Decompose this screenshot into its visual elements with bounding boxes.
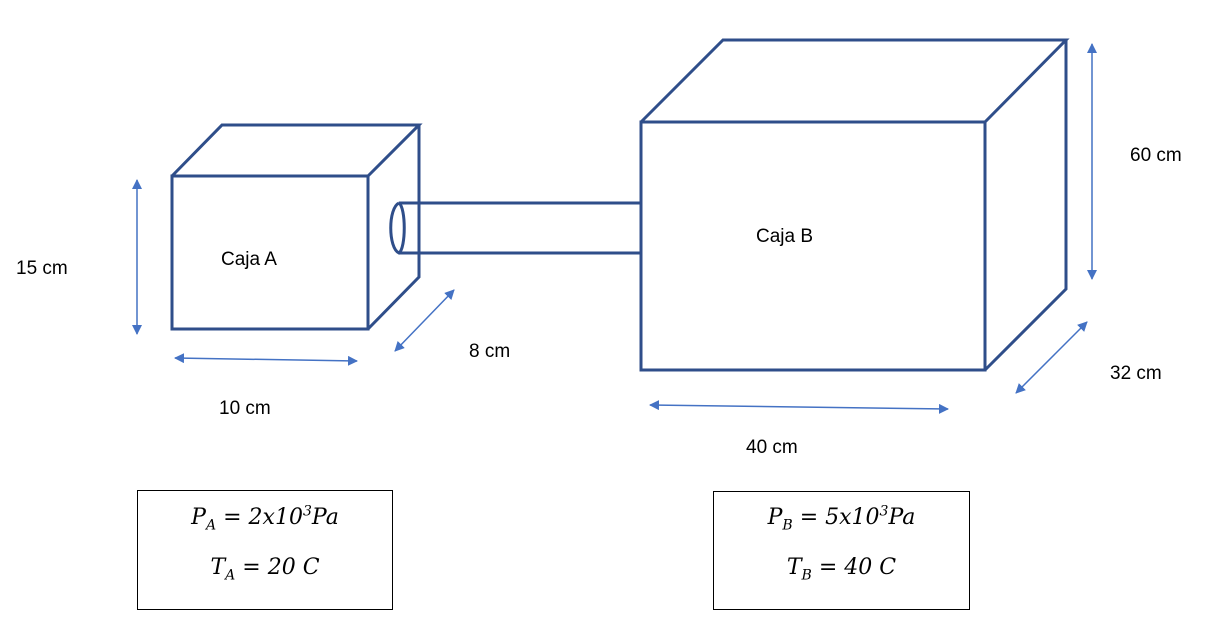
pressure-a-symbol: P xyxy=(191,505,206,530)
temperature-a-unit: C xyxy=(302,555,320,580)
pressure-a-exponent: 3 xyxy=(302,503,312,520)
temperature-a-subscript: A xyxy=(225,567,236,584)
dim-label-b-height: 60 cm xyxy=(1130,145,1182,166)
temperature-a-value: 20 xyxy=(267,555,296,580)
pressure-a-subscript: A xyxy=(205,517,217,534)
conditions-box-b: PB = 5x103Pa TB = 40 C xyxy=(713,491,970,610)
temperature-a-symbol: T xyxy=(210,555,226,580)
dim-label-b-depth: 32 cm xyxy=(1110,363,1162,384)
pressure-b-symbol: P xyxy=(767,505,783,530)
dim-label-a-width: 10 cm xyxy=(219,398,271,419)
pressure-b-exponent: 3 xyxy=(879,503,889,520)
conditions-box-a: PA = 2x103Pa TA = 20 C xyxy=(137,490,393,610)
box-b-top-face xyxy=(639,38,1070,124)
connecting-pipe xyxy=(389,201,641,255)
box-b xyxy=(639,38,1070,372)
pressure-b-mantissa: 5x10 xyxy=(825,505,880,530)
box-b-front-face xyxy=(639,120,987,372)
box-a-top-face xyxy=(170,123,423,178)
pressure-a-mantissa: 2x10 xyxy=(248,505,303,530)
pressure-a-unit: Pa xyxy=(311,505,339,530)
box-a xyxy=(170,123,423,331)
pressure-b-subscript: B xyxy=(782,517,793,534)
dim-label-b-width: 40 cm xyxy=(746,437,798,458)
pressure-a-equation: PA = 2x103Pa xyxy=(138,503,392,534)
dim-label-a-depth: 8 cm xyxy=(469,341,510,362)
temperature-b-symbol: T xyxy=(786,555,802,580)
box-b-side-face xyxy=(983,40,1068,372)
box-b-label: Caja B xyxy=(756,226,813,247)
dim-label-a-height: 15 cm xyxy=(16,258,68,279)
box-a-side-face xyxy=(366,125,421,331)
equals-sign: = xyxy=(818,555,838,580)
box-a-front-face xyxy=(170,174,370,331)
temperature-b-value: 40 xyxy=(844,555,873,580)
temperature-b-unit: C xyxy=(879,555,897,580)
equals-sign: = xyxy=(242,555,261,580)
arrow-a-width xyxy=(174,353,358,366)
equals-sign: = xyxy=(799,505,819,530)
temperature-b-subscript: B xyxy=(801,567,812,584)
pressure-b-equation: PB = 5x103Pa xyxy=(714,503,969,534)
arrow-b-width xyxy=(649,400,949,414)
arrow-b-depth xyxy=(1015,321,1088,394)
pipe-end-cap xyxy=(389,201,406,255)
equals-sign: = xyxy=(223,505,242,530)
temperature-a-equation: TA = 20 C xyxy=(138,555,392,584)
temperature-b-equation: TB = 40 C xyxy=(714,555,969,584)
box-a-label: Caja A xyxy=(221,249,277,270)
pressure-b-unit: Pa xyxy=(888,505,916,530)
arrow-a-depth xyxy=(394,289,455,352)
dimension-arrows xyxy=(132,43,1097,414)
